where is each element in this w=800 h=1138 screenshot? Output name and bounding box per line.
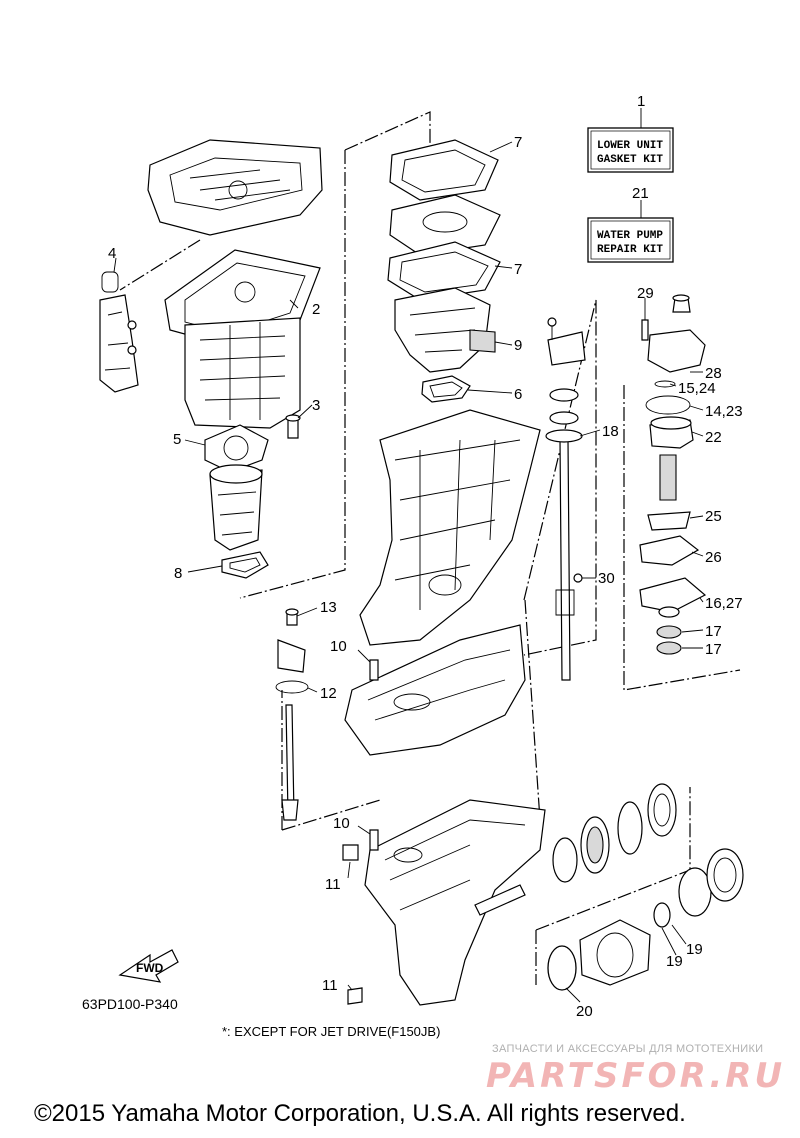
callout-19b: 19	[666, 953, 683, 970]
water-pump-assembly	[639, 294, 707, 655]
water-pump-kit-line1: WATER PUMP	[597, 230, 663, 242]
callout-12: 12	[320, 685, 337, 702]
seal-8	[221, 551, 269, 579]
callout-14-23: 14,23	[705, 403, 743, 420]
callout-25: 25	[705, 508, 722, 525]
water-pump-repair-kit-box: WATER PUMP REPAIR KIT	[587, 200, 674, 263]
callout-16-27: 16,27	[705, 595, 743, 612]
fwd-arrow-icon: FWD	[118, 949, 179, 983]
part-4-bracket	[99, 271, 139, 393]
callout-10b: 10	[333, 815, 350, 832]
upper-casing-top	[394, 287, 491, 373]
diagram-code: 63PD100-P340	[82, 996, 178, 1012]
callout-21: 21	[632, 185, 649, 202]
seal-6	[421, 375, 471, 403]
drive-shaft	[545, 317, 586, 681]
bolt-3	[285, 414, 301, 439]
callout-1: 1	[637, 93, 645, 110]
callout-20: 20	[576, 1003, 593, 1020]
upper-gasket-7b	[387, 241, 501, 301]
callout-13: 13	[320, 599, 337, 616]
leader-lines	[113, 141, 704, 1003]
upper-gasket-7a	[389, 139, 499, 201]
exploded-parts-diagram: FWD LOWER UNIT GASKET KIT WATER PUMP REP…	[99, 93, 744, 1020]
callout-9: 9	[514, 337, 522, 354]
plate-5	[204, 424, 269, 473]
callout-15-24: 15,24	[678, 380, 716, 397]
callout-5: 5	[173, 431, 181, 448]
water-pump-kit-line2: REPAIR KIT	[597, 244, 663, 256]
callout-7b: 7	[514, 261, 522, 278]
bolts-10-11	[342, 659, 379, 1005]
callout-8: 8	[174, 565, 182, 582]
callout-18: 18	[602, 423, 619, 440]
lower-casing-top	[344, 624, 526, 756]
callout-7a: 7	[514, 134, 522, 151]
gear-case	[364, 799, 546, 1006]
watermark-logo: PARTSFOR.RU	[486, 1056, 786, 1096]
callout-6: 6	[514, 386, 522, 403]
callout-10a: 10	[330, 638, 347, 655]
callout-numbers: 1 21 7 7 9 6 18 4 2 3 5 8 13 10 12 10 11…	[108, 93, 743, 1020]
lower-unit-kit-line2: GASKET KIT	[597, 154, 663, 166]
callout-11a: 11	[325, 876, 341, 893]
upper-plate	[389, 194, 501, 256]
callout-28: 28	[705, 365, 722, 382]
rubber-9	[469, 329, 496, 353]
callout-4: 4	[108, 245, 116, 262]
watermark-caption: ЗАПЧАСТИ И АКСЕССУАРЫ ДЛЯ МОТОТЕХНИКИ	[492, 1043, 764, 1055]
powerhead-adapter	[147, 139, 323, 236]
callout-17a: 17	[705, 623, 722, 640]
exhaust-muffler	[209, 464, 263, 551]
forward-gear-assembly	[552, 783, 677, 883]
shift-rod	[275, 608, 309, 821]
callout-30: 30	[598, 570, 615, 587]
callout-22: 22	[705, 429, 722, 446]
upper-casing	[359, 409, 541, 646]
lower-unit-kit-line1: LOWER UNIT	[597, 140, 663, 152]
lower-unit-gasket-kit-box: LOWER UNIT GASKET KIT	[587, 108, 674, 173]
callout-19a: 19	[686, 941, 703, 958]
jet-drive-note: *: EXCEPT FOR JET DRIVE(F150JB)	[222, 1024, 441, 1039]
callout-3: 3	[312, 397, 320, 414]
callout-17b: 17	[705, 641, 722, 658]
exhaust-guide	[184, 317, 301, 429]
o-ring-20	[547, 945, 577, 991]
reverse-gear-assembly	[579, 848, 744, 986]
callout-11b: 11	[322, 977, 338, 994]
callout-29: 29	[637, 285, 654, 302]
fwd-label: FWD	[136, 961, 164, 975]
callout-26: 26	[705, 549, 722, 566]
callout-2: 2	[312, 301, 320, 318]
copyright-notice: ©2015 Yamaha Motor Corporation, U.S.A. A…	[34, 1100, 686, 1127]
